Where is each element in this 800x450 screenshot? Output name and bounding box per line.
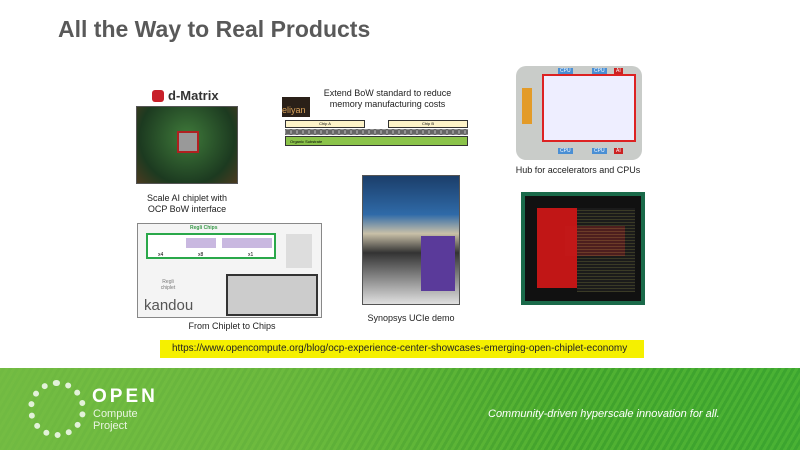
bow-diagram: Chip A Chip B Organic Substrate (285, 118, 468, 148)
chip-a: Chip A (285, 120, 365, 128)
x8-label: x8 (198, 252, 204, 258)
dmatrix-board-photo (136, 106, 238, 184)
synopsys-caption: Synopsys UCIe demo (367, 313, 455, 323)
synopsys-demo-photo (362, 175, 460, 305)
cpu-chip: CPU (558, 148, 573, 154)
kandou-logo: kandou (144, 297, 194, 314)
footer-banner: OPEN Compute Project Community-driven hy… (0, 368, 800, 450)
ocp-logo-circle-icon (28, 380, 86, 438)
chip-b: Chip B (388, 120, 468, 128)
cpu-chip: CPU (592, 148, 607, 154)
cpu-chip: CPU (558, 68, 573, 74)
footer-tagline: Community-driven hyperscale innovation f… (488, 408, 720, 420)
ocp-logo-open: OPEN (92, 386, 158, 407)
ocp-logo-compute: Compute (93, 408, 138, 420)
chip-die-image (521, 192, 645, 305)
dmatrix-logo-text: d-Matrix (168, 88, 219, 103)
x4-label: x4 (158, 252, 164, 258)
source-url-link[interactable]: https://www.opencompute.org/blog/ocp-exp… (160, 340, 644, 358)
hub-diagram: CPU CPU AI CPU CPU AI (516, 66, 642, 160)
dmatrix-caption: Scale AI chiplet with OCP BoW interface (135, 193, 239, 215)
eliyan-caption: Extend BoW standard to reduce memory man… (310, 88, 465, 110)
caption-line: memory manufacturing costs (329, 99, 446, 109)
x1-label: x1 (248, 252, 254, 258)
ai-chip: AI (614, 148, 623, 154)
ocp-logo-project: Project (93, 420, 128, 432)
ocp-logo-subtext: Compute Project (93, 408, 138, 432)
caption-line: Extend BoW standard to reduce (323, 88, 452, 98)
eliyan-logo: eliyan (282, 97, 310, 117)
regli-chiplet-label: Regli chiplet (160, 279, 176, 291)
kandou-caption: From Chiplet to Chips (188, 321, 276, 331)
caption-line: Scale AI chiplet with (146, 193, 228, 203)
slide-title: All the Way to Real Products (58, 16, 371, 42)
substrate: Organic Substrate (285, 136, 468, 146)
regli-chips-label: Regli Chips (190, 225, 218, 231)
hub-caption: Hub for accelerators and CPUs (515, 165, 641, 175)
dmatrix-hexagon-icon (152, 89, 164, 102)
ai-chip: AI (614, 68, 623, 74)
cpu-chip: CPU (592, 68, 607, 74)
caption-line: OCP BoW interface (147, 204, 227, 214)
dmatrix-logo: d-Matrix (152, 88, 219, 103)
kandou-diagram: Regli Chips x4 x8 x1 Regli chiplet kando… (137, 223, 322, 318)
